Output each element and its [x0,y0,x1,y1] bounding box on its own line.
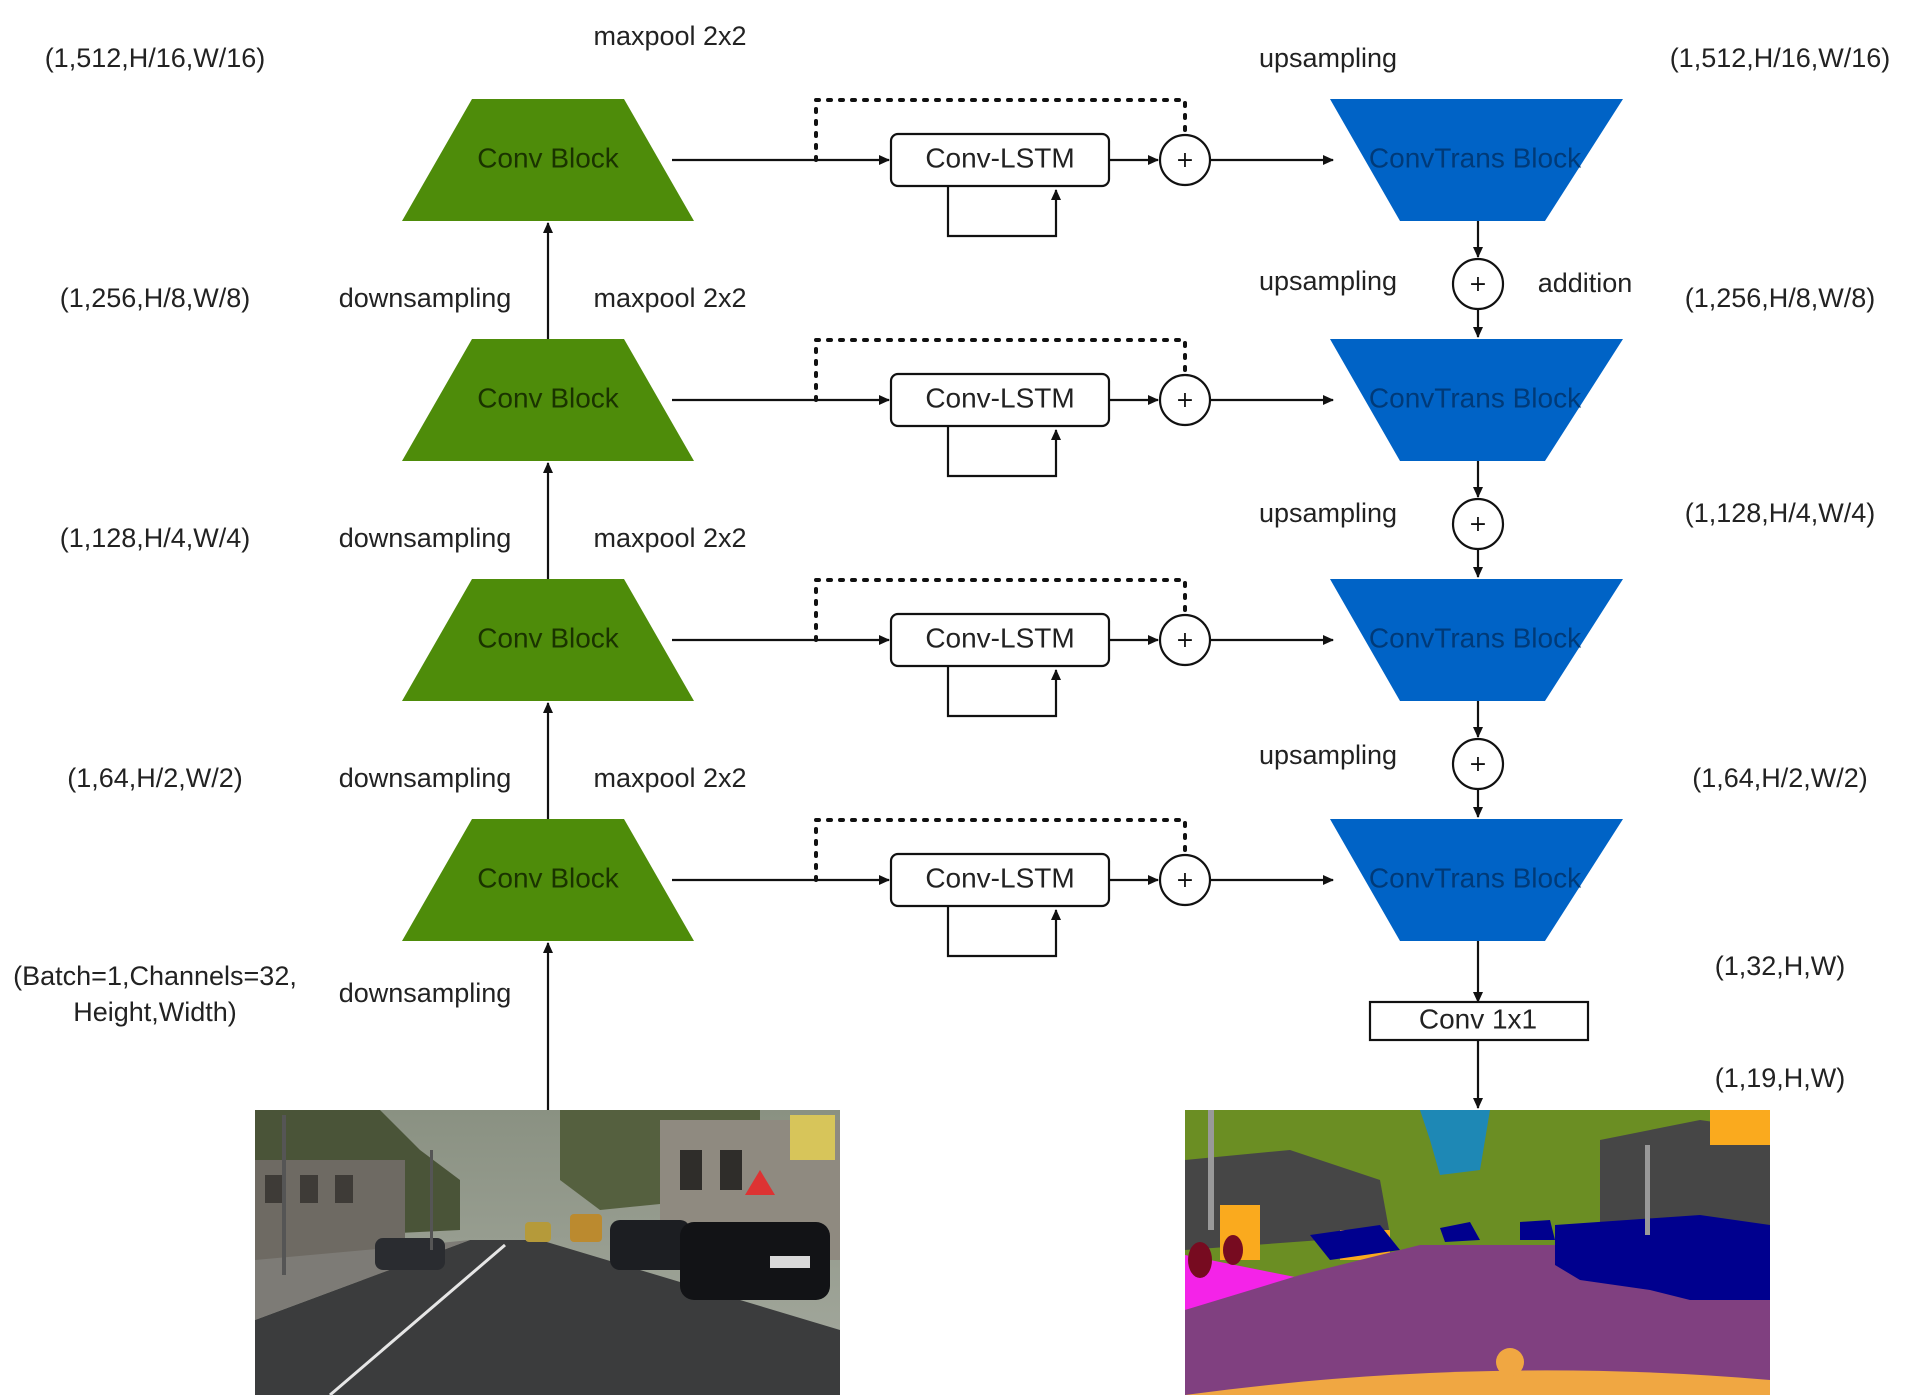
conv-lstm-box [889,612,1111,668]
plus-sign: + [1176,148,1194,173]
convtrans-block-label: ConvTrans Block [1369,862,1582,893]
decoder-shape-label: (1,128,H/4,W/4) [1685,498,1876,528]
conv-lstm-label: Conv-LSTM [925,622,1074,653]
downsampling-label: downsampling [339,523,512,553]
encoder-shape-label: (1,64,H/2,W/2) [67,763,243,793]
decoder-addition-node [1451,497,1505,551]
downsampling-label: downsampling [339,978,512,1008]
maxpool-label: maxpool 2x2 [593,21,746,51]
conv-lstm-box [889,372,1111,428]
lstm-recurrent-loop [946,426,1061,478]
decoder-addition-node [1451,257,1505,311]
plus-sign: + [1176,628,1194,653]
lstm-recurrent-loop [946,666,1061,718]
conv-lstm-label: Conv-LSTM [925,382,1074,413]
maxpool-label: maxpool 2x2 [593,283,746,313]
convtrans-block-1 [1330,99,1623,221]
maxpool-label: maxpool 2x2 [593,763,746,793]
conv-block-label: Conv Block [477,622,620,653]
addition-node [1158,613,1212,667]
output-segmentation-image [1185,1110,1770,1395]
conv-block-2 [402,339,694,461]
addition-node [1158,373,1212,427]
upsampling-label: upsampling [1259,266,1397,296]
conv-block-label: Conv Block [477,382,620,413]
conv-lstm-box [889,132,1111,188]
conv-block-3 [402,579,694,701]
convtrans-block-2 [1330,339,1623,461]
conv-block-1 [402,99,694,221]
addition-node [1158,853,1212,907]
encoder-shape-label: (1,128,H/4,W/4) [60,523,251,553]
dotted-bypass [814,338,1187,402]
conv-block-label: Conv Block [477,862,620,893]
plus-sign: + [1469,752,1487,777]
decoder-shape-label: (1,512,H/16,W/16) [1670,43,1891,73]
plus-sign: + [1176,388,1194,413]
convtrans-block-label: ConvTrans Block [1369,622,1582,653]
decoder-addition-node [1451,737,1505,791]
pre-conv-shape-label: (1,32,H,W) [1715,951,1846,981]
convtrans-block-label: ConvTrans Block [1369,382,1582,413]
downsampling-label: downsampling [339,763,512,793]
dotted-bypass [814,578,1187,642]
convtrans-block-label: ConvTrans Block [1369,142,1582,173]
decoder-shape-label: (1,64,H/2,W/2) [1692,763,1868,793]
conv-lstm-label: Conv-LSTM [925,142,1074,173]
output-shape-label: (1,19,H,W) [1715,1063,1846,1093]
downsampling-label: downsampling [339,283,512,313]
conv-block-label: Conv Block [477,142,620,173]
conv-block-4 [402,819,694,941]
conv-lstm-box [889,852,1111,908]
upsampling-label: upsampling [1259,43,1397,73]
lstm-recurrent-loop [946,906,1061,958]
decoder-shape-label: (1,256,H/8,W/8) [1685,283,1876,313]
convtrans-block-4 [1330,819,1623,941]
dotted-bypass [814,818,1187,882]
addition-label: addition [1538,268,1633,298]
upsampling-label: upsampling [1259,498,1397,528]
conv-lstm-label: Conv-LSTM [925,862,1074,893]
addition-node [1158,133,1212,187]
lstm-recurrent-loop [946,186,1061,238]
conv1x1-box [1368,1000,1590,1042]
encoder-shape-label: (1,256,H/8,W/8) [60,283,251,313]
upsampling-label: upsampling [1259,740,1397,770]
dotted-bypass [814,98,1187,162]
input-shape-label: (Batch=1,Channels=32, [13,961,297,991]
maxpool-label: maxpool 2x2 [593,523,746,553]
input-shape-label: Height,Width) [73,997,237,1027]
convtrans-block-3 [1330,579,1623,701]
plus-sign: + [1469,512,1487,537]
conv1x1-label: Conv 1x1 [1419,1003,1537,1034]
encoder-shape-label: (1,512,H/16,W/16) [45,43,266,73]
plus-sign: + [1176,868,1194,893]
plus-sign: + [1469,272,1487,297]
input-street-image [255,1110,840,1397]
